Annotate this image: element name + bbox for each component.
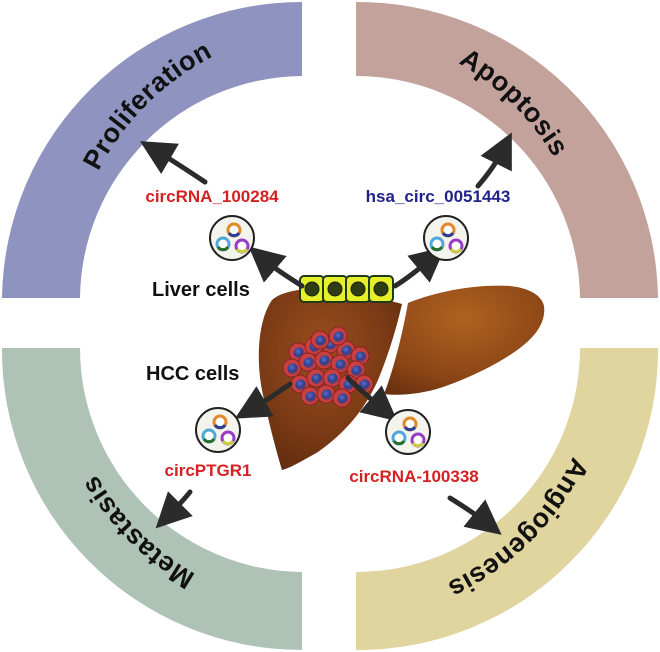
hcc-cell (330, 354, 350, 374)
arrow-circle-bl-to-metastasis (155, 489, 193, 529)
hcc-cell (310, 330, 330, 350)
quadrant-proliferation (2, 1, 302, 298)
hcc-cell (314, 350, 334, 370)
liver-cell (345, 275, 371, 303)
liver-cell-row (299, 275, 394, 303)
liver-fissure (380, 302, 407, 393)
hcc-cell (306, 368, 326, 388)
hcc-cell-cluster (282, 326, 374, 408)
circrna-circle-br (385, 409, 431, 455)
circrna-ring-icon (215, 236, 231, 252)
hcc-cell (316, 384, 336, 404)
circrna-ring-icon (440, 222, 456, 238)
liver-right-lobe (384, 285, 545, 395)
circrna-ring-icon (220, 430, 236, 446)
circrna-circle-tr (423, 215, 469, 261)
hcc-cell (322, 368, 342, 388)
liver-cell (299, 275, 325, 303)
liver-cell (322, 275, 348, 303)
arrow-hcc-to-circle-bl (234, 381, 293, 419)
quadrant-angiogenesis (356, 348, 659, 651)
arrow-liver-to-circle-tr (392, 246, 446, 289)
circrna-ring-icon (201, 428, 217, 444)
arrows (139, 132, 512, 535)
circrna-ring-icon (226, 222, 242, 238)
quadrant-apoptosis (356, 1, 658, 298)
hcc-cell (300, 386, 320, 406)
arrow-circle-tl-to-proliferation (139, 141, 208, 185)
hcc-cells-label: HCC cells (146, 363, 239, 385)
molecule-label-circrna-100338: circRNA-100338 (349, 467, 478, 486)
arrow-hcc-to-circle-br (345, 375, 398, 422)
circrna-ring-icon (402, 416, 418, 432)
arrow-circle-br-to-angiogenesis (447, 495, 502, 535)
arrow-circle-tr-to-apoptosis (475, 132, 512, 189)
molecule-label-circrna-100284: circRNA_100284 (145, 187, 279, 206)
molecule-label-hsa-circ-0051443: hsa_circ_0051443 (366, 187, 511, 206)
circrna-ring-icon (234, 238, 250, 254)
circrna-ring-icon (212, 414, 228, 430)
quadrant-metastasis (1, 348, 303, 651)
hcc-cell (332, 388, 352, 408)
arrow-liver-to-circle-tl (248, 246, 305, 289)
circrna-ring-icon (429, 236, 445, 252)
circrna-ring-icon (410, 432, 426, 448)
hcc-cell (282, 358, 302, 378)
liver-cells-label: Liver cells (152, 279, 250, 301)
molecule-label-circptgr1: circPTGR1 (165, 461, 252, 480)
circrna-circle-tl (209, 215, 255, 261)
circrna-ring-icon (448, 238, 464, 254)
hcc-cell (298, 352, 318, 372)
liver-cell (368, 275, 394, 303)
hcc-cell (328, 326, 348, 346)
circrna-circle-bl (195, 407, 241, 453)
circrna-ring-icon (391, 430, 407, 446)
